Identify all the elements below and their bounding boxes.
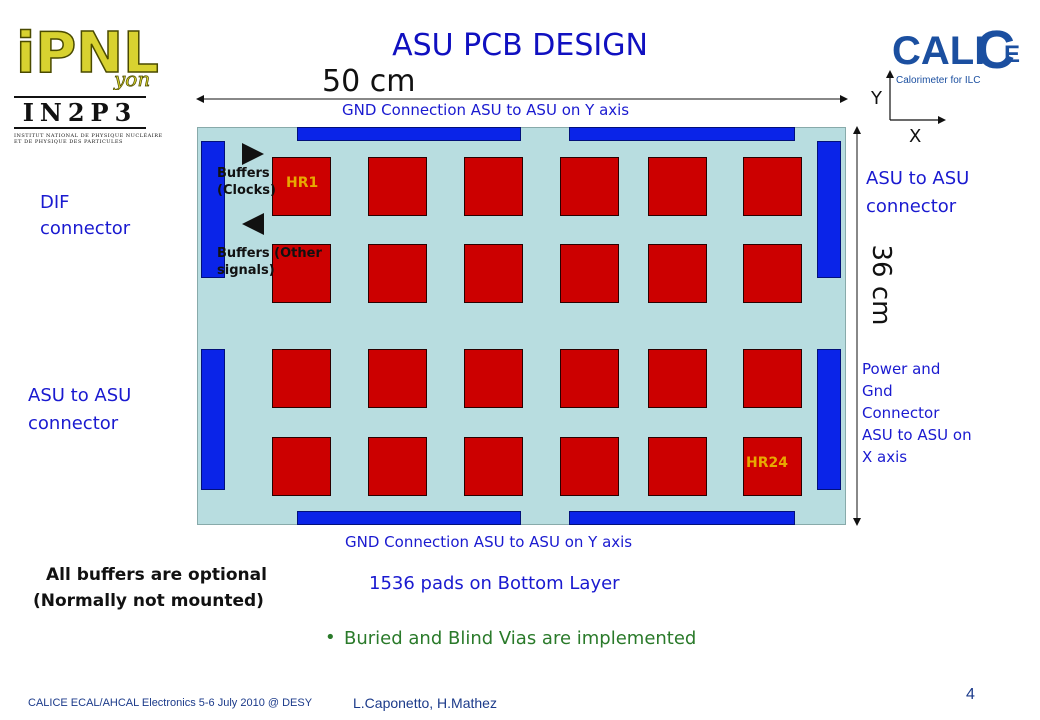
buffers-clocks-label: Buffers (Clocks) — [217, 166, 276, 198]
in2p3-logo-sub2: ET DE PHYSIQUE DES PARTICULES — [14, 139, 123, 145]
buffers-optional-line1: All buffers are optional — [46, 565, 267, 585]
footer-event: CALICE ECAL/AHCAL Electronics 5-6 July 2… — [28, 697, 313, 709]
hr-chip — [464, 244, 523, 303]
dif-connector — [201, 141, 225, 278]
height-dimension-arrow — [853, 126, 861, 526]
hr-chip — [368, 244, 427, 303]
vias-bullet: • — [325, 627, 336, 648]
hr-chip — [743, 349, 802, 408]
vias-note: Buried and Blind Vias are implemented — [344, 628, 697, 649]
svg-text:yon: yon — [113, 67, 150, 90]
hr-chip — [560, 157, 619, 216]
in2p3-logo-text: IN2P3 — [14, 96, 146, 129]
buffer-clocks-icon — [242, 143, 264, 165]
hr-chip — [743, 437, 802, 496]
hr-chip — [648, 349, 707, 408]
power-gnd-connector-right — [817, 349, 841, 490]
ipnl-logo: iPNL yon — [14, 10, 169, 91]
calice-logo-graphic: CALI C E — [892, 20, 1020, 80]
hr-chip — [272, 244, 331, 303]
svg-text:C: C — [976, 20, 1015, 71]
gnd-connection-top-label: GND Connection ASU to ASU on Y axis — [342, 101, 630, 119]
hr-chip — [464, 437, 523, 496]
hr-chip — [272, 349, 331, 408]
height-dimension-label: 36 cm — [866, 244, 896, 326]
slide-title: ASU PCB DESIGN — [392, 28, 648, 63]
gnd-connector-bottom-left — [297, 511, 521, 525]
axis-x-label: X — [909, 126, 922, 147]
hr-chip — [648, 157, 707, 216]
buffers-optional-line2: (Normally not mounted) — [33, 591, 264, 611]
ipnl-logo-graphic: iPNL yon — [15, 20, 159, 91]
gnd-connector-top-left — [297, 127, 521, 141]
asu-connector-right-label: ASU to ASU connector — [866, 168, 970, 217]
hr-chip — [464, 157, 523, 216]
svg-text:iPNL: iPNL — [16, 21, 159, 86]
hr-chip — [560, 437, 619, 496]
hr-chip — [743, 157, 802, 216]
hr-chip — [648, 437, 707, 496]
hr-chip — [368, 349, 427, 408]
hr-chip — [560, 244, 619, 303]
gnd-connector-top-right — [569, 127, 795, 141]
power-gnd-connector-label: Power and Gnd Connector ASU to ASU on X … — [862, 360, 972, 466]
footer-authors: L.Caponetto, H.Mathez — [353, 695, 497, 711]
in2p3-logo: IN2P3 INSTITUT NATIONAL DE PHYSIQUE NUCL… — [14, 96, 164, 156]
dif-connector-label: DIF connector — [40, 192, 131, 239]
buffer-other-icon — [242, 213, 264, 235]
page-number: 4 — [966, 686, 975, 703]
gnd-connection-bottom-label: GND Connection ASU to ASU on Y axis — [345, 533, 633, 551]
svg-text:E: E — [1004, 41, 1020, 68]
hr-chip — [560, 349, 619, 408]
hr-chip — [368, 437, 427, 496]
calice-logo-subtitle: Calorimeter for ILC — [896, 75, 981, 86]
hr24-label: HR24 — [746, 455, 788, 471]
asu-connector-right-top — [817, 141, 841, 278]
hr-chip — [743, 244, 802, 303]
asu-connector-left-label: ASU to ASU connector — [28, 385, 132, 434]
buffers-other-label: Buffers (Other signals) — [217, 246, 322, 278]
hr1-label: HR1 — [286, 175, 319, 191]
width-dimension-label: 50 cm — [322, 64, 416, 99]
pads-note: 1536 pads on Bottom Layer — [369, 573, 620, 594]
hr-chip — [368, 157, 427, 216]
hr-chip — [648, 244, 707, 303]
hr-chip — [272, 157, 331, 216]
in2p3-logo-sub1: INSTITUT NATIONAL DE PHYSIQUE NUCLÉAIRE — [14, 133, 163, 139]
svg-text:CALI: CALI — [892, 29, 985, 71]
asu-connector-left — [201, 349, 225, 490]
width-dimension-arrow — [196, 95, 848, 103]
hr-chip — [464, 349, 523, 408]
axis-indicator — [886, 70, 946, 124]
gnd-connector-bottom-right — [569, 511, 795, 525]
calice-logo: CALI C E Calorimeter for ILC — [890, 16, 1030, 86]
hr-chip — [272, 437, 331, 496]
axis-y-label: Y — [871, 88, 882, 109]
